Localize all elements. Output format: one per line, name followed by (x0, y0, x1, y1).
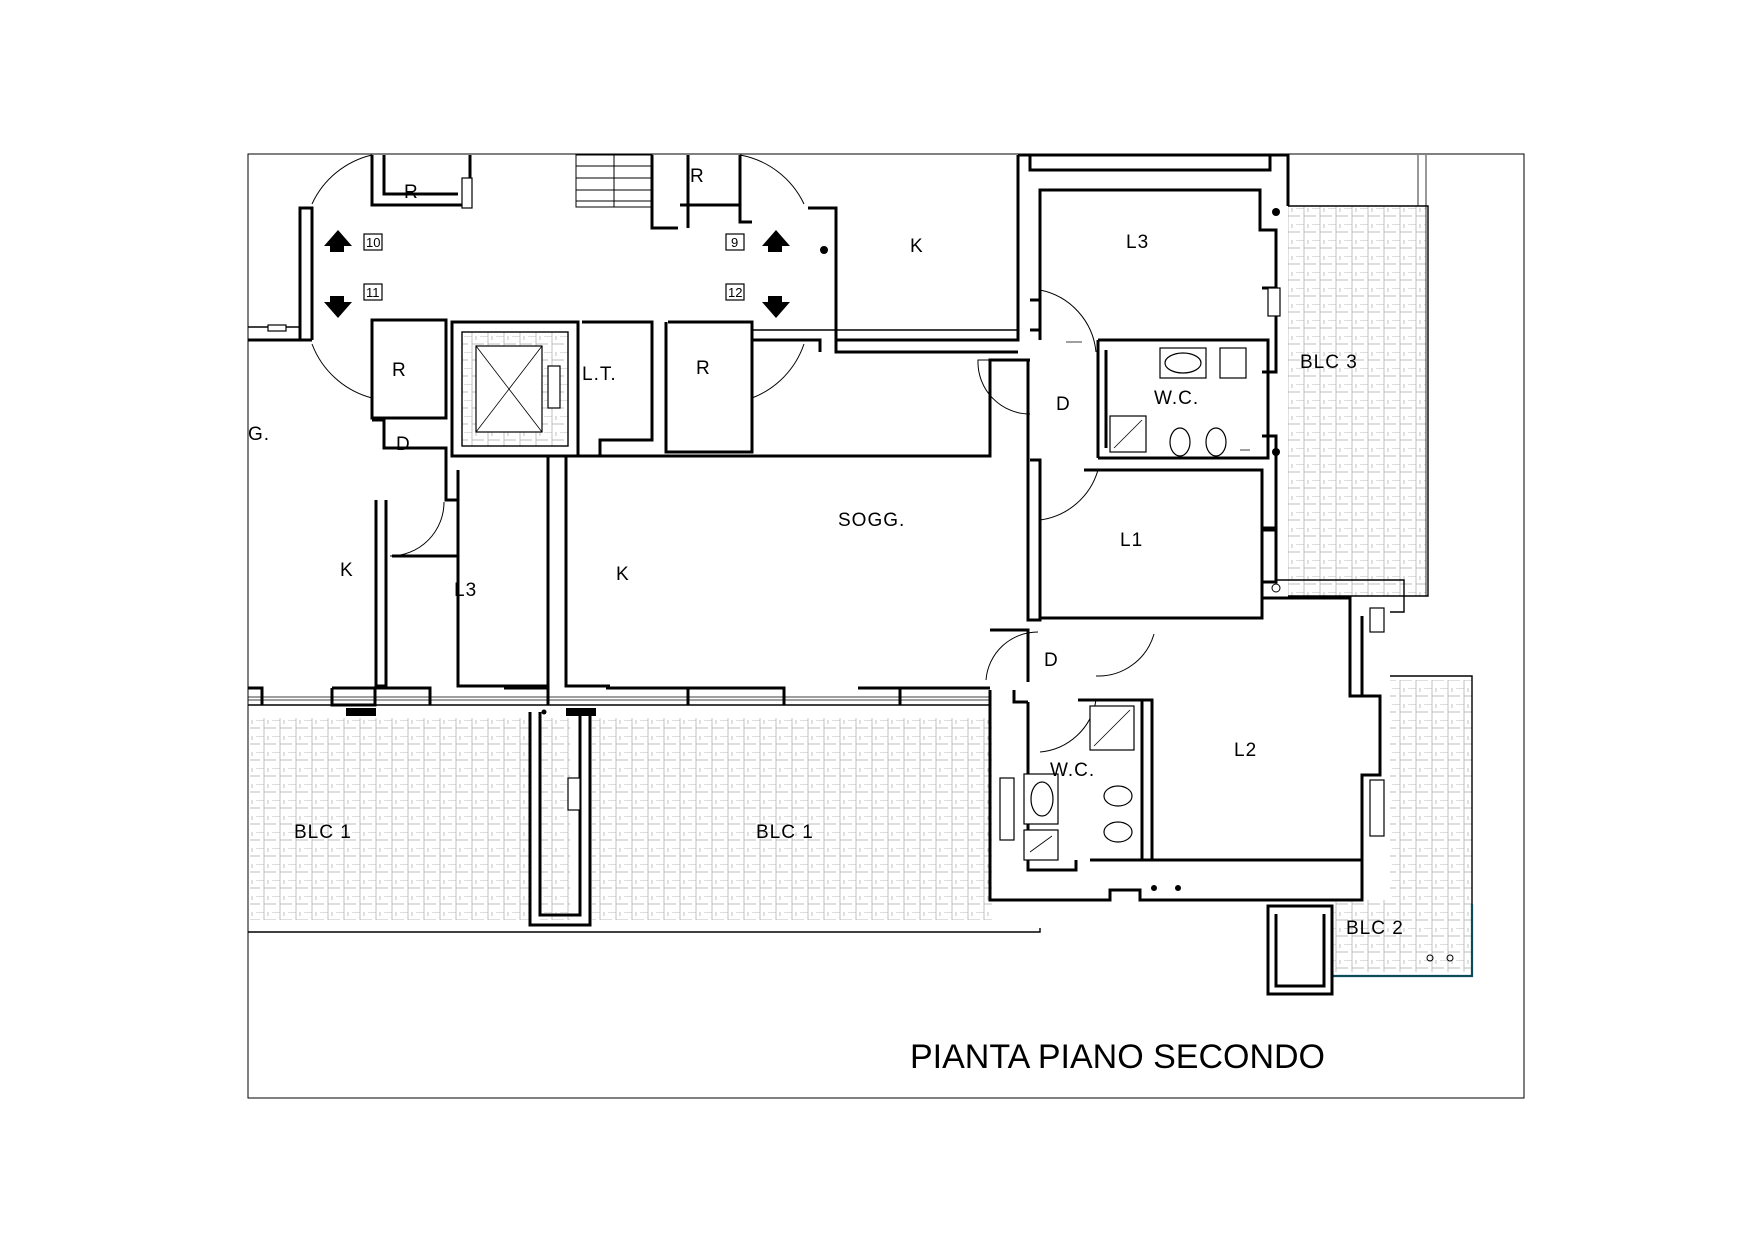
toilet-icon (1103, 785, 1133, 807)
label-l3-top: L3 (1126, 232, 1149, 253)
label-blc1-left: BLC 1 (294, 822, 352, 843)
label-blc3: BLC 3 (1300, 352, 1358, 373)
balcony-paving (250, 206, 1472, 972)
unit-entry-arrow-icon (324, 230, 828, 318)
label-wc-east: W.C. (1154, 388, 1199, 409)
door-swing-icon (311, 154, 1155, 753)
unit-9: 9 (731, 235, 738, 250)
bidet-icon (1205, 427, 1227, 457)
window-jambs (267, 177, 1385, 841)
stair-icon (575, 154, 653, 208)
bidet-icon (1103, 821, 1133, 843)
label-wc-south: W.C. (1050, 760, 1095, 781)
label-k-west: K (340, 560, 354, 581)
partitions (248, 326, 1405, 701)
bath-fixtures-south (1023, 705, 1135, 861)
label-r-mid-left: R (392, 360, 407, 381)
plan-title: PIANTA PIANO SECONDO (910, 1038, 1325, 1076)
label-lt: L.T. (582, 364, 617, 385)
toilet-icon (1169, 427, 1191, 457)
label-l3-west: L3 (454, 580, 477, 601)
balcony-outlines (248, 155, 1474, 978)
label-k-center: K (616, 564, 630, 585)
shower-icon (1109, 415, 1147, 453)
washbasin-icon (1023, 773, 1059, 825)
shower-icon (1089, 705, 1135, 751)
label-r-top-right: R (690, 166, 705, 187)
label-blc2: BLC 2 (1346, 918, 1404, 939)
drawing-frame (247, 153, 1525, 1099)
blc2-railing (1332, 904, 1474, 978)
unit-11: 11 (366, 285, 380, 300)
washbasin-icon (1159, 347, 1207, 379)
vent-grilles (346, 708, 1454, 962)
unit-12: 12 (728, 285, 742, 300)
bath-fixtures-east (1109, 347, 1247, 457)
column-markers (1271, 208, 1281, 593)
room-labels: R R R R L.T. K L3 BLC 3 D W.C. G. D SOGG… (248, 166, 1404, 939)
label-r-mid-right: R (696, 358, 711, 379)
unit-10: 10 (366, 235, 380, 250)
label-d-east: D (1056, 394, 1071, 415)
label-d-west: D (396, 434, 411, 455)
label-sogg: SOGG. (838, 510, 905, 531)
label-r-top-left: R (404, 182, 419, 203)
label-k-top: K (910, 236, 924, 257)
label-l1: L1 (1120, 530, 1143, 551)
label-l2: L2 (1234, 740, 1257, 761)
elevator-icon (450, 320, 580, 458)
unit-number-boxes: 10 9 11 12 (363, 233, 745, 301)
label-g-partial: G. (248, 424, 270, 445)
label-d-south: D (1044, 650, 1059, 671)
label-blc1-center: BLC 1 (756, 822, 814, 843)
